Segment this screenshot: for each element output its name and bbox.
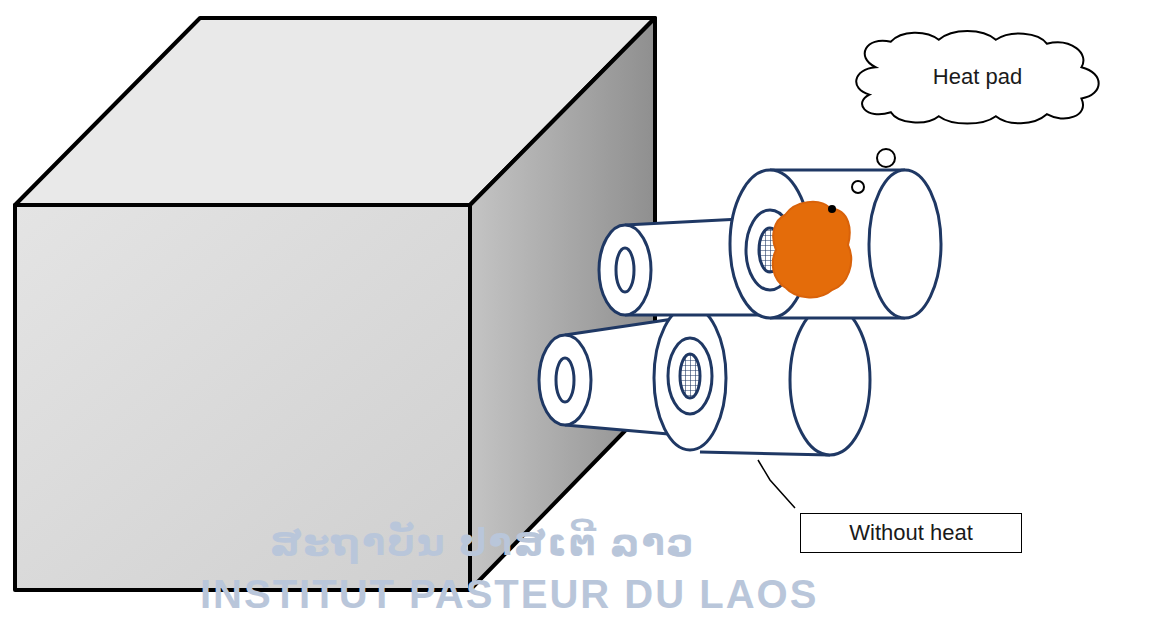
cage-box [15,18,655,590]
node-label: Heat pad [933,64,1022,89]
feeder-tubes-top [599,170,941,318]
cloud-callout: Heat pad [845,28,1110,126]
watermark-text: ສະຖາບັນ ປາສເຕີ ລາວ [270,522,696,564]
leader-line [758,460,795,508]
heat-pad [773,149,895,297]
cloud-shape [856,31,1098,124]
watermark-text: INSTITUT PASTEUR DU LAOS [200,572,818,616]
node-label: Without heat [849,520,973,545]
label-box: Without heat [800,513,1022,553]
feeder-tubes-bottom [539,305,870,455]
